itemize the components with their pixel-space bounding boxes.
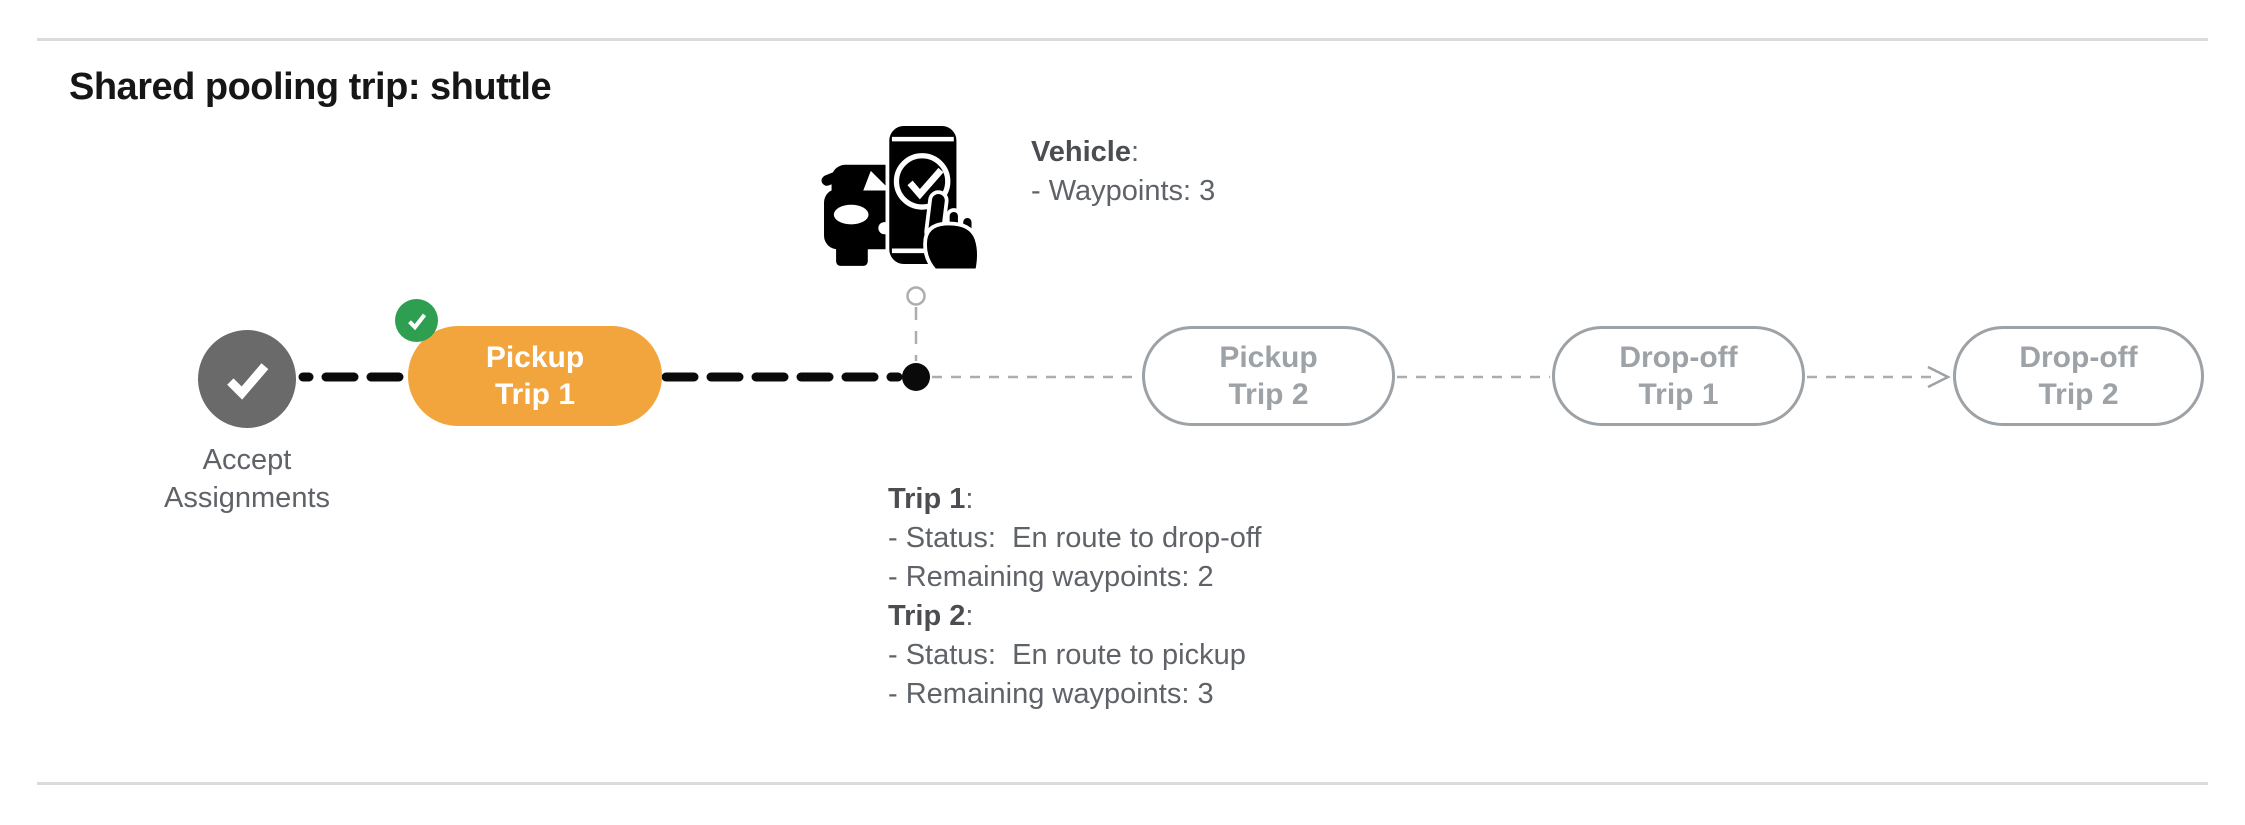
- pill-label-line2: Trip 1: [1638, 378, 1719, 411]
- pill-label-line1: Drop-off: [1619, 341, 1738, 374]
- pill-label-line1: Drop-off: [2019, 341, 2138, 374]
- pill-label-line2: Trip 2: [2038, 378, 2119, 411]
- trip1-status: - Status: En route to drop-off: [888, 522, 1262, 554]
- node-pickup-trip-2: Pickup Trip 2: [1142, 326, 1395, 426]
- pill-label-line1: Pickup: [485, 341, 585, 374]
- node-accept-assignments: [198, 330, 296, 428]
- trip1-waypoints: - Remaining waypoints: 2: [888, 561, 1214, 593]
- node-dropoff-trip-2: Drop-off Trip 2: [1953, 326, 2204, 426]
- trip1-title: Trip 1:: [888, 483, 974, 515]
- completed-badge: [395, 299, 438, 342]
- vehicle-info-waypoints: - Waypoints: 3: [1031, 175, 1216, 207]
- vehicle-leader-circle: [906, 286, 926, 306]
- node-pickup-trip-1: Pickup Trip 1: [408, 326, 662, 426]
- car-with-phone-check-icon: [821, 122, 981, 273]
- check-icon: [227, 363, 269, 400]
- trip-info: Trip 1: - Status: En route to drop-off -…: [888, 480, 1261, 714]
- trip2-waypoints: - Remaining waypoints: 3: [888, 678, 1214, 710]
- bottom-divider: [37, 782, 2208, 785]
- tapping-hand: [923, 190, 981, 273]
- page-title: Shared pooling trip: shuttle: [69, 66, 552, 108]
- vehicle-info-title: Vehicle:: [1031, 136, 1140, 168]
- node-dropoff-trip-1: Drop-off Trip 1: [1552, 326, 1805, 426]
- accept-assignments-label-line2: Assignments: [163, 482, 330, 514]
- accept-assignments-label-line1: Accept: [202, 444, 292, 476]
- vehicle-position-dot: [902, 363, 930, 391]
- accept-assignments-label: Accept Assignments: [97, 441, 397, 517]
- trip2-status: - Status: En route to pickup: [888, 639, 1246, 671]
- vehicle-info: Vehicle: - Waypoints: 3: [1031, 133, 1215, 211]
- pill-label-line2: Trip 2: [1228, 378, 1309, 411]
- check-icon: [407, 313, 426, 330]
- arrowhead-icon: [1927, 365, 1951, 389]
- top-divider: [37, 38, 2208, 41]
- pill-label-line2: Trip 1: [494, 378, 576, 411]
- pill-label-line1: Pickup: [1219, 341, 1318, 374]
- trip2-title: Trip 2:: [888, 600, 974, 632]
